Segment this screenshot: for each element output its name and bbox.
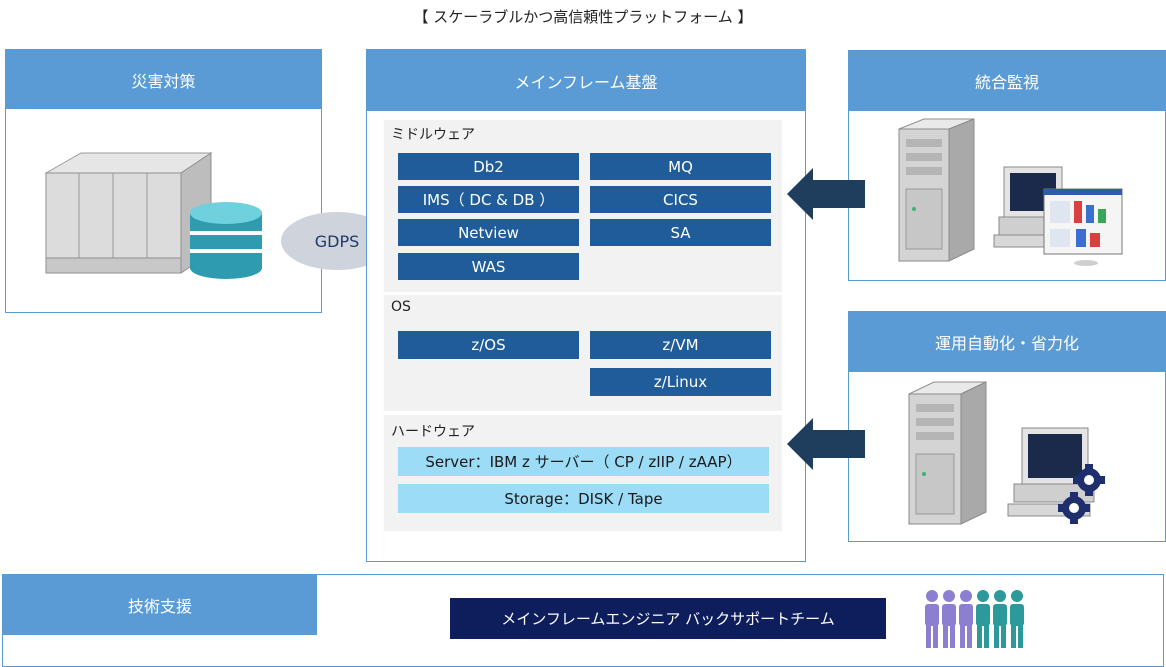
monitoring-header: 統合監視	[849, 51, 1165, 111]
storage-cabinet-icon	[44, 152, 262, 279]
middleware-item: WAS	[398, 253, 579, 280]
os-item: z/OS	[398, 331, 579, 359]
middleware-item: Netview	[398, 219, 579, 246]
hardware-storage: Storage：DISK / Tape	[398, 484, 769, 513]
middleware-item: IMS（ DC & DB ）	[398, 186, 579, 213]
automation-panel: 運用自動化・省力化	[848, 311, 1166, 542]
middleware-item: CICS	[590, 186, 771, 213]
automation-workstation-icon	[908, 381, 1105, 525]
support-team-bar: メインフレームエンジニア バックサポートチーム	[450, 598, 886, 639]
hardware-label: ハードウェア	[391, 424, 475, 440]
os-item: z/VM	[590, 331, 771, 359]
arrow-left-icon	[787, 168, 865, 220]
monitoring-panel: 統合監視	[848, 50, 1166, 281]
hardware-server: Server：IBM z サーバー（ CP / zIIP / zAAP）	[398, 447, 769, 476]
monitoring-workstation-icon	[898, 118, 1123, 266]
middleware-item: MQ	[590, 153, 771, 180]
disaster-header: 災害対策	[6, 50, 321, 109]
mainframe-header: メインフレーム基盤	[367, 50, 805, 111]
arrow-left-icon	[787, 418, 865, 470]
middleware-label: ミドルウェア	[391, 127, 475, 143]
middleware-item: SA	[590, 219, 771, 246]
mainframe-panel: メインフレーム基盤 ミドルウェア Db2 MQ IMS（ DC & DB ） C…	[366, 49, 806, 562]
support-header: 技術支援	[3, 575, 317, 635]
middleware-item: Db2	[398, 153, 579, 180]
team-people-icon	[925, 590, 1024, 648]
os-item: z/Linux	[590, 368, 771, 396]
automation-header: 運用自動化・省力化	[849, 312, 1165, 372]
diagram-title: 【 スケーラブルかつ高信頼性プラットフォーム 】	[413, 8, 753, 26]
disaster-panel: 災害対策	[5, 49, 322, 313]
os-label: OS	[391, 299, 411, 315]
